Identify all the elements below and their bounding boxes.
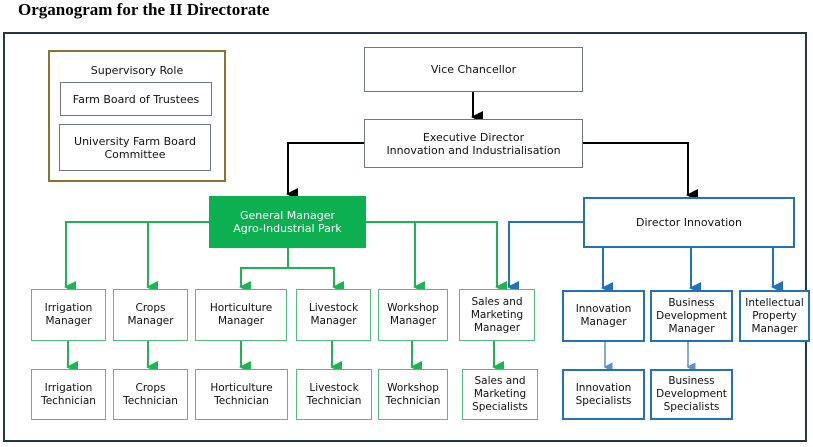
manager-box-crops-line1: Crops: [135, 302, 166, 314]
staff-box-irrigation-line1: Irrigation: [44, 381, 93, 394]
page-title: Organogram for the II Directorate: [18, 0, 270, 19]
staff-box-crops-line2: Technician: [123, 394, 178, 407]
line-gm-livestock: [288, 267, 344, 293]
director-innovation-label: Director Innovation: [636, 216, 742, 229]
farm-board-of-trustees-box: Farm Board of Trustees: [60, 82, 212, 116]
manager-box-innovation-line2: Manager: [580, 316, 627, 328]
supervisory-role-panel: Supervisory Role: [48, 50, 226, 182]
staff-box-sales-line1: Sales and: [474, 375, 526, 387]
staff-box-horticulture-line1: Horticulture: [210, 381, 273, 394]
manager-box-crops-line2: Manager: [127, 315, 174, 327]
staff-box-livestock-line2: Technician: [306, 394, 362, 407]
diagram-frame: [3, 32, 807, 442]
manager-box-sales-line3: Manager: [473, 321, 521, 334]
farm-board-label: Farm Board of Trustees: [72, 92, 200, 106]
staff-box-business-line2: Development: [656, 388, 727, 400]
supervisory-role-title: Supervisory Role: [90, 64, 184, 77]
staff-box-irrigation-line2: Technician: [41, 394, 96, 407]
manager-box-livestock-line2: Manager: [310, 315, 357, 327]
manager-box-business-line1: Business: [668, 296, 715, 309]
manager-box-irrigation-line1: Irrigation: [44, 302, 93, 314]
staff-box-livestock-line1: Livestock: [309, 381, 359, 394]
vice-chancellor-label: Vice Chancellor: [430, 63, 517, 76]
line-gm-left: [64, 221, 209, 293]
staff-box-innovation-line1: Innovation: [575, 381, 632, 394]
manager-box-intellectual-line1: Intellectual: [745, 296, 804, 309]
university-farm-board-label: University Farm Board Committee: [74, 134, 196, 161]
manager-box-workshop-line2: Manager: [389, 315, 437, 327]
staff-box-horticulture-line2: Technician: [214, 394, 269, 407]
staff-box-sales-line3: Specialists: [472, 401, 528, 413]
manager-box-horticulture-line2: Manager: [217, 315, 265, 327]
manager-box-sales-line1: Sales and: [471, 295, 523, 308]
manager-box-intellectual-line3: Manager: [751, 322, 798, 335]
manager-box-intellectual-line2: Property: [752, 309, 797, 322]
staff-box-business-line1: Business: [668, 375, 715, 387]
executive-director-line1: Executive Director: [422, 130, 525, 144]
manager-box-livestock-line1: Livestock: [308, 302, 359, 314]
line-gm-right: [366, 221, 507, 293]
line-ed-to-di: [582, 142, 698, 201]
manager-box-irrigation-line2: Manager: [45, 315, 92, 327]
staff-box-business-line3: Specialists: [663, 401, 720, 413]
general-manager-box: General Manager Agro-Industrial Park: [209, 196, 366, 248]
manager-box-workshop-line1: Workshop: [387, 302, 439, 314]
manager-box-innovation-line1: Innovation: [575, 303, 632, 315]
line-gm-down: [239, 248, 289, 293]
staff-box-workshop-line1: Workshop: [387, 381, 439, 394]
executive-director-box: Executive Director Innovation and Indust…: [364, 119, 583, 168]
university-farm-board-box: University Farm Board Committee: [59, 124, 211, 171]
line-di-sales: [507, 221, 583, 293]
general-manager-line1: General Manager: [239, 209, 336, 222]
manager-box-business-line2: Development: [656, 309, 727, 322]
manager-box-horticulture-line1: Horticulture: [209, 302, 273, 314]
line-ed-to-gm: [286, 142, 364, 200]
general-manager-line2: Agro-Industrial Park: [233, 222, 342, 235]
manager-box-business-line3: Manager: [668, 322, 715, 335]
vice-chancellor-box: Vice Chancellor: [364, 47, 583, 92]
staff-box-crops-line1: Crops: [135, 381, 166, 394]
director-innovation-box: Director Innovation: [583, 197, 795, 248]
staff-box-innovation-line2: Specialists: [575, 394, 632, 407]
executive-director-line2: Innovation and Industrialisation: [386, 143, 561, 157]
staff-box-workshop-line2: Technician: [385, 394, 441, 407]
staff-box-sales-line2: Marketing: [473, 388, 527, 400]
manager-box-sales-line2: Marketing: [470, 308, 524, 321]
